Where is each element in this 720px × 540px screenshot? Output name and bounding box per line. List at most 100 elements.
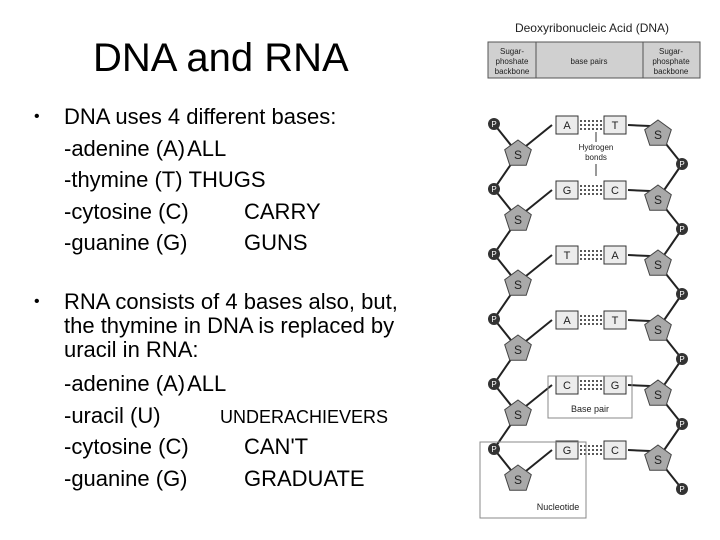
mnemonic: CARRY <box>244 198 321 224</box>
base-left-letter: A <box>563 315 571 327</box>
sugar-right <box>644 444 672 471</box>
phosphate-right <box>676 158 688 170</box>
mnemonic: GRADUATE <box>244 465 365 491</box>
mnemonic: UNDERACHIEVERS <box>220 406 389 427</box>
base-right-box <box>603 310 627 330</box>
bullet-rna-line3: uracil in RNA: <box>64 337 199 362</box>
mnemonic: ALL <box>187 371 227 396</box>
base-right-letter: C <box>611 185 619 197</box>
phosphate-left-label: P <box>491 380 496 389</box>
mnemonic: THUGS <box>188 167 266 192</box>
phosphate-left-label: P <box>491 185 496 194</box>
base-name: -adenine (A) <box>64 371 186 396</box>
base-left-box <box>555 115 579 135</box>
phosphate-right <box>676 223 688 235</box>
sugar-base-bond <box>525 319 553 342</box>
bullet-dot-icon: • <box>34 108 40 125</box>
header-middle: base pairs <box>571 57 608 66</box>
sugar-right-label: S <box>654 388 662 402</box>
dna-base-guanine: -guanine (G) GUNS <box>34 227 336 259</box>
base-right-box <box>603 115 627 135</box>
base-right-letter: T <box>612 315 619 327</box>
sugar-left <box>504 464 532 491</box>
base-right-box <box>603 245 627 265</box>
sugar-right <box>644 249 672 276</box>
header-left-line3: backbone <box>495 67 530 76</box>
sugar-left-label: S <box>514 408 522 422</box>
phosphate-right <box>676 418 688 430</box>
header-bar <box>487 41 701 79</box>
slide-title: DNA and RNA <box>93 36 349 80</box>
rna-base-uracil: -uracil (U) UNDERACHIEVERS <box>34 400 398 432</box>
sugar-left <box>504 204 532 231</box>
base-right-letter: G <box>611 380 620 392</box>
sugar-base-bond <box>525 124 553 147</box>
phosphate-right <box>676 353 688 365</box>
sugar-base-bond <box>627 124 651 127</box>
base-left-box <box>555 180 579 200</box>
mnemonic: GUNS <box>244 230 308 255</box>
phosphate-left <box>488 248 500 260</box>
bullet-rna-line1: RNA consists of 4 bases also, but, <box>64 289 398 314</box>
header-left-line1: Sugar- <box>500 47 524 56</box>
phosphate-right-label: P <box>679 485 684 494</box>
base-right-letter: C <box>611 445 619 457</box>
sugar-right <box>644 379 672 406</box>
sugar-left <box>504 139 532 166</box>
phosphate-right <box>676 483 688 495</box>
base-name: -guanine (G) <box>64 230 188 255</box>
header-right-line2: phosphate <box>652 57 690 66</box>
base-name: -thymine (T) <box>64 167 183 192</box>
phosphate-left-label: P <box>491 120 496 129</box>
sugar-left <box>504 399 532 426</box>
base-name: -uracil (U) <box>64 402 161 428</box>
phosphate-left <box>488 118 500 130</box>
phosphate-right-label: P <box>679 355 684 364</box>
base-left-letter: T <box>564 250 571 262</box>
bullet-rna: • RNA consists of 4 bases also, but, the… <box>34 290 398 494</box>
base-name: -adenine (A) <box>64 135 186 161</box>
rna-base-adenine: -adenine (A)ALL <box>34 368 398 400</box>
sugar-right-label: S <box>654 258 662 272</box>
bullet-dot-icon: • <box>34 293 40 310</box>
nucleotide-highlight <box>479 441 587 519</box>
sugar-base-bond <box>627 319 651 322</box>
phosphate-left <box>488 313 500 325</box>
base-name: -cytosine (C) <box>64 198 189 224</box>
base-left-letter: A <box>563 120 571 132</box>
base-right-letter: A <box>611 250 619 262</box>
header-right-line1: Sugar- <box>659 47 683 56</box>
nucleotide-label: Nucleotide <box>537 502 580 512</box>
rna-base-guanine: -guanine (G)GRADUATE <box>34 463 398 495</box>
base-left-letter: G <box>563 445 572 457</box>
base-name: -cytosine (C) <box>64 434 189 459</box>
mnemonic: CAN'T <box>244 434 309 459</box>
base-pair-highlight <box>547 375 633 419</box>
sugar-left-label: S <box>514 473 522 487</box>
phosphate-left-label: P <box>491 250 496 259</box>
sugar-left <box>504 269 532 296</box>
sugar-base-bond <box>627 384 651 387</box>
sugar-left-label: S <box>514 278 522 292</box>
base-left-box <box>555 310 579 330</box>
sugar-base-bond <box>525 189 553 212</box>
mnemonic: ALL <box>187 135 227 161</box>
sugar-left-label: S <box>514 213 522 227</box>
phosphate-left <box>488 443 500 455</box>
sugar-left <box>504 334 532 361</box>
sugar-right <box>644 119 672 146</box>
phosphate-left-label: P <box>491 445 496 454</box>
sugar-right-label: S <box>654 323 662 337</box>
figure-title: Deoxyribonucleic Acid (DNA) <box>515 21 669 35</box>
bullet-rna-line2: the thymine in DNA is replaced by <box>64 313 395 338</box>
header-left-line2: phoshate <box>496 57 529 66</box>
phosphate-left <box>488 378 500 390</box>
sugar-base-bond <box>627 449 651 452</box>
dna-base-adenine: -adenine (A)ALL <box>34 133 336 165</box>
phosphate-right-label: P <box>679 290 684 299</box>
sugar-left-label: S <box>514 148 522 162</box>
sugar-base-bond <box>627 254 651 257</box>
dna-structure-diagram: Deoxyribonucleic Acid (DNA) Sugar- phosh… <box>479 21 701 519</box>
base-right-box <box>603 440 627 460</box>
